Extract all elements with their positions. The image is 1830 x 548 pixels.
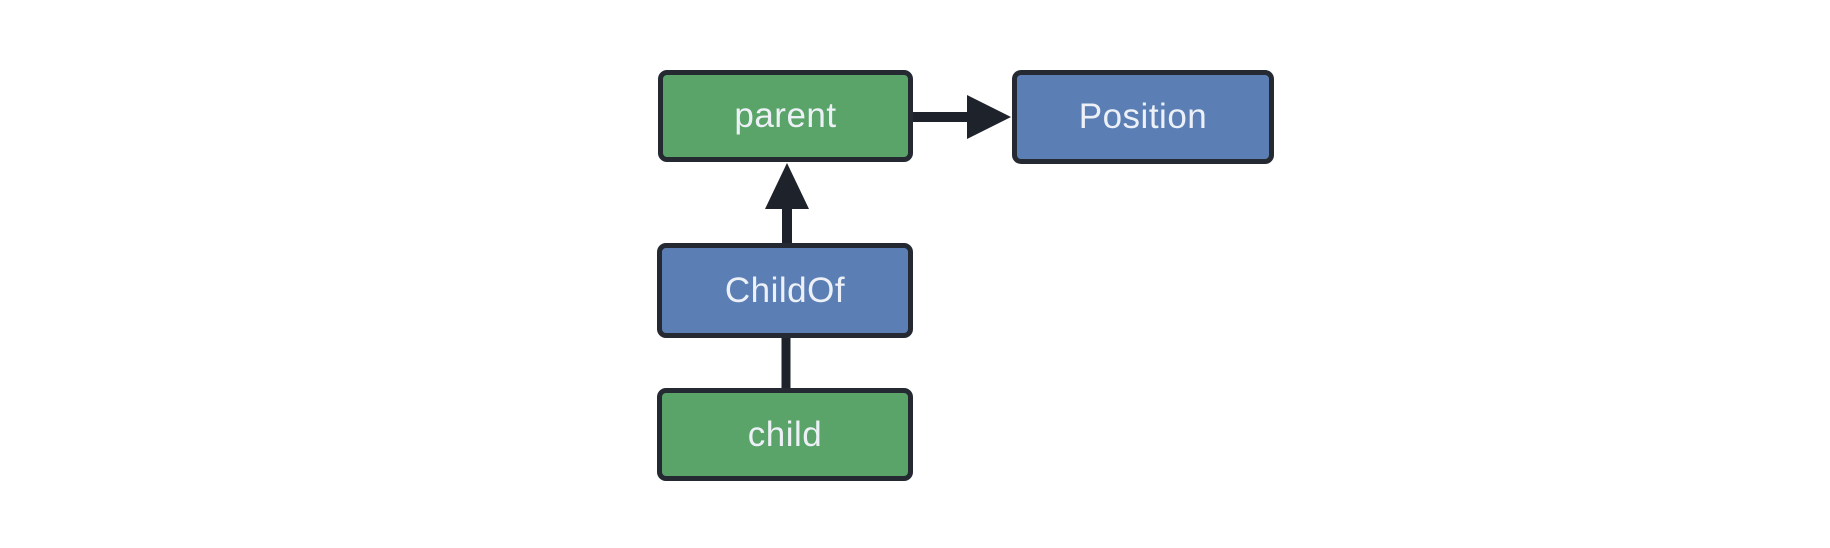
node-position: Position: [1012, 70, 1274, 164]
node-parent: parent: [658, 70, 913, 162]
edge-parent-to-position-arrow: [913, 95, 1011, 139]
edge-childof-to-parent-arrow: [765, 163, 809, 245]
node-child-label: child: [747, 414, 823, 454]
node-child: child: [657, 388, 913, 481]
node-position-label: Position: [1078, 97, 1208, 136]
node-parent-label: parent: [734, 96, 837, 135]
node-childof-label: ChildOf: [724, 270, 846, 310]
node-childof: ChildOf: [657, 243, 913, 338]
